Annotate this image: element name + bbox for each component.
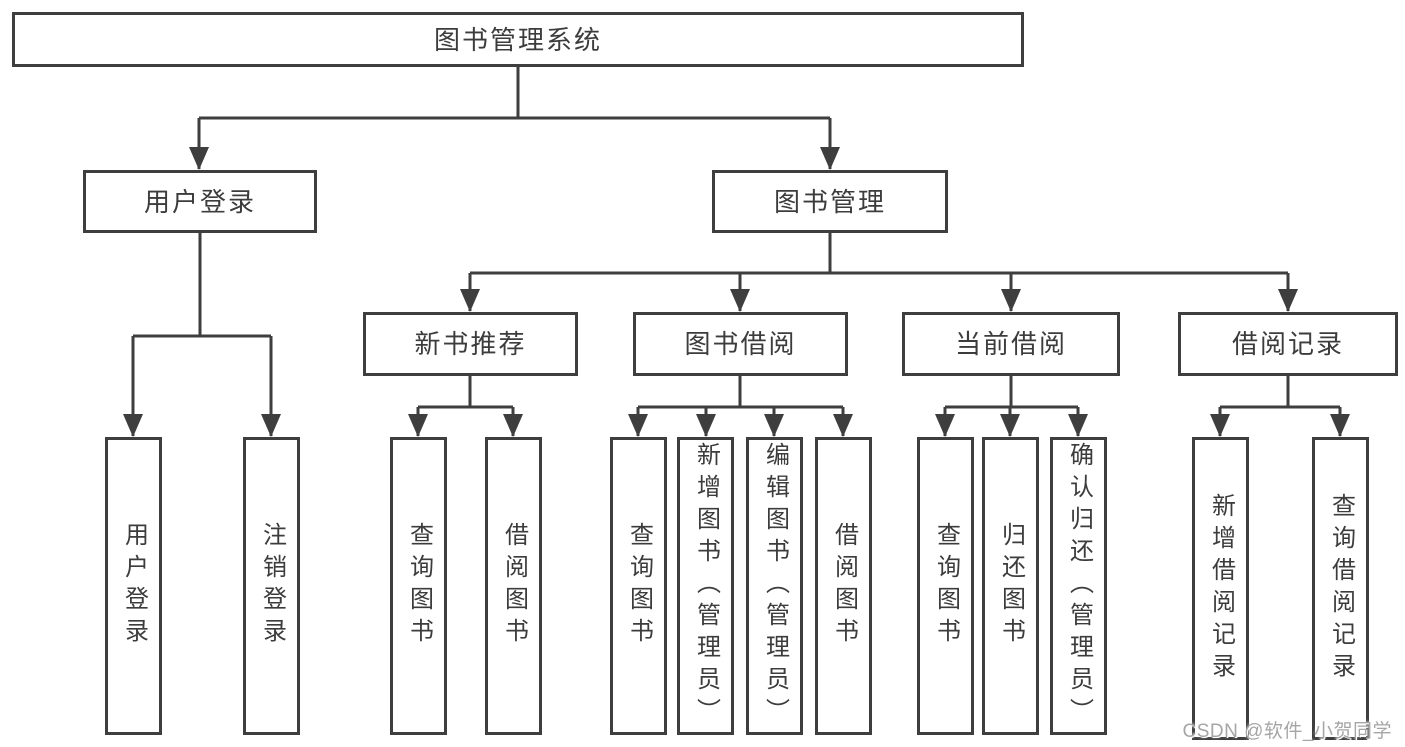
leaf-user-login: 用户登录 (105, 437, 162, 735)
leaf-borrow-books: 借阅图书 (815, 437, 872, 735)
node-book-borrowing: 图书借阅 (633, 312, 848, 376)
node-user-login: 用户登录 (83, 170, 317, 233)
node-label: 用户登录 (143, 186, 256, 217)
node-borrowing-records: 借阅记录 (1178, 312, 1398, 376)
leaf-label: 注销登录 (258, 522, 286, 650)
node-label: 借阅记录 (1231, 329, 1344, 359)
leaf-borrow-books-recommend: 借阅图书 (485, 437, 542, 735)
leaf-label: 查询借阅记录 (1327, 492, 1355, 685)
leaf-label: 查询图书 (932, 522, 960, 650)
leaf-label: 借阅图书 (500, 522, 528, 650)
leaf-label: 编辑图书（管理员） (761, 442, 789, 730)
leaf-label: 借阅图书 (830, 522, 858, 650)
node-label: 当前借阅 (954, 329, 1067, 359)
node-library-management-system: 图书管理系统 (12, 12, 1024, 67)
node-book-management: 图书管理 (712, 170, 948, 233)
leaf-label: 归还图书 (997, 522, 1025, 650)
leaf-add-books-admin: 新增图书（管理员） (677, 437, 734, 735)
leaf-add-borrow-record: 新增借阅记录 (1192, 437, 1249, 740)
node-new-book-recommend: 新书推荐 (363, 312, 578, 376)
watermark-text: CSDN @软件_小贺同学 (1182, 721, 1392, 742)
leaf-return-books: 归还图书 (982, 437, 1039, 735)
leaf-query-books-borrowing: 查询图书 (610, 437, 667, 735)
leaf-query-books-current: 查询图书 (917, 437, 974, 735)
leaf-label: 确认归还（管理员） (1065, 442, 1093, 730)
node-label: 图书管理系统 (433, 24, 602, 55)
leaf-query-borrow-record: 查询借阅记录 (1312, 437, 1369, 740)
leaf-edit-books-admin: 编辑图书（管理员） (746, 437, 803, 735)
node-current-borrowing: 当前借阅 (902, 312, 1120, 376)
node-label: 图书借阅 (684, 329, 797, 359)
leaf-label: 用户登录 (120, 522, 148, 650)
leaf-logout: 注销登录 (243, 437, 300, 735)
leaf-query-books-recommend: 查询图书 (390, 437, 447, 735)
leaf-confirm-return-admin: 确认归还（管理员） (1050, 437, 1107, 735)
node-label: 图书管理 (773, 186, 886, 217)
leaf-label: 新增图书（管理员） (692, 442, 720, 730)
leaf-label: 新增借阅记录 (1207, 492, 1235, 685)
leaf-label: 查询图书 (405, 522, 433, 650)
node-label: 新书推荐 (414, 329, 527, 359)
leaf-label: 查询图书 (625, 522, 653, 650)
